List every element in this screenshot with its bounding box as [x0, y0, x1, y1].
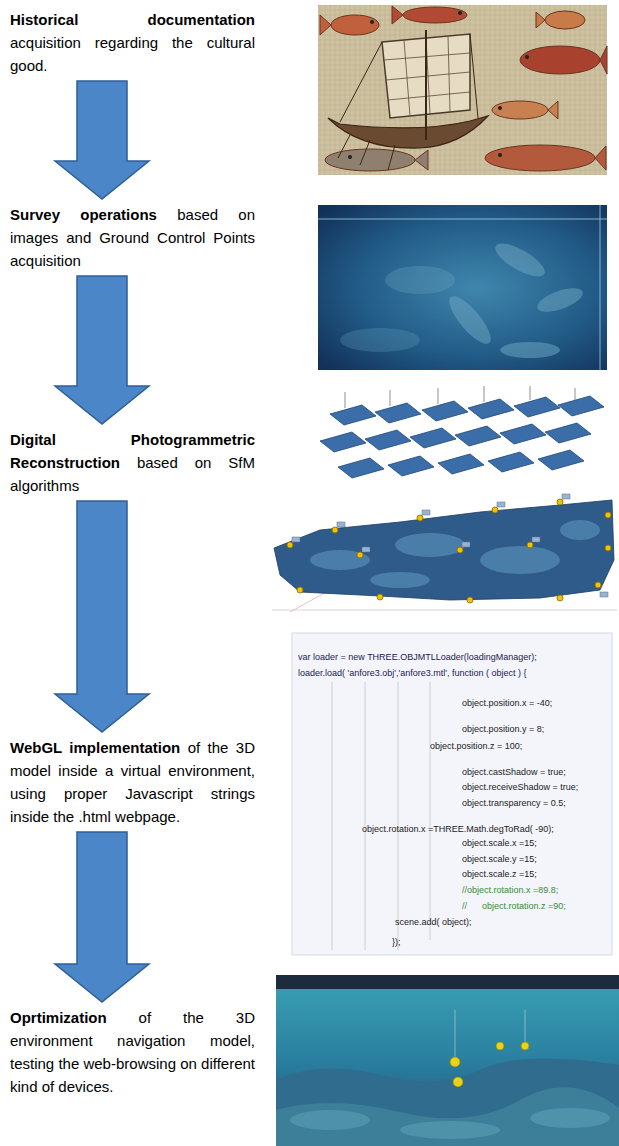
step-heading: Oprtimization: [10, 1009, 107, 1026]
step-description: acquisition regarding the cultural good.: [10, 34, 255, 74]
code-line: });: [392, 937, 401, 947]
code-line: object.position.z = 100;: [430, 741, 522, 751]
code-line: scene.add( object);: [395, 917, 472, 927]
code-line: object.scale.y =15;: [462, 854, 537, 864]
code-line: var loader = new THREE.OBJMTLLoader(load…: [298, 652, 537, 662]
flow-arrow: [55, 81, 149, 199]
flow-arrow: [55, 501, 149, 732]
code-line: //object.rotation.x =89.8;: [462, 885, 558, 895]
code-line: object.rotation.x =THREE.Math.degToRad( …: [362, 824, 554, 834]
step-heading: Survey operations: [10, 206, 157, 223]
mosaic-picture: [318, 5, 607, 175]
step-heading: Historical documentation: [10, 11, 255, 28]
underwater-photo: [318, 205, 607, 370]
step-text: WebGL implementation of the 3D model ins…: [10, 736, 255, 828]
code-line: object.scale.x =15;: [462, 838, 537, 848]
sfm-model: [272, 386, 617, 612]
code-line: object.scale.z =15;: [462, 869, 537, 879]
code-line: object.receiveShadow = true;: [462, 782, 578, 792]
step-heading: WebGL implementation: [10, 739, 180, 756]
code-line: object.transparency = 0.5;: [462, 798, 566, 808]
code-line: object.position.y = 8;: [462, 724, 544, 734]
code-line: object.castShadow = true;: [462, 767, 566, 777]
step-text: Digital Photogrammetric Reconstruction b…: [10, 428, 255, 497]
code-line: object.position.x = -40;: [462, 698, 552, 708]
flow-arrow: [55, 276, 149, 424]
code-line: // object.rotation.z =90;: [462, 901, 566, 911]
code-screenshot: [292, 633, 612, 955]
step-text: Survey operations based on images and Gr…: [10, 203, 255, 272]
step-text: Oprtimization of the 3D environment navi…: [10, 1006, 255, 1098]
web-viewer-screenshot: [276, 975, 619, 1146]
step-text: Historical documentation acquisition reg…: [10, 8, 255, 77]
flow-arrow: [55, 832, 149, 1002]
code-line: loader.load( 'anfore3.obj','anfore3.mtl'…: [298, 668, 527, 678]
